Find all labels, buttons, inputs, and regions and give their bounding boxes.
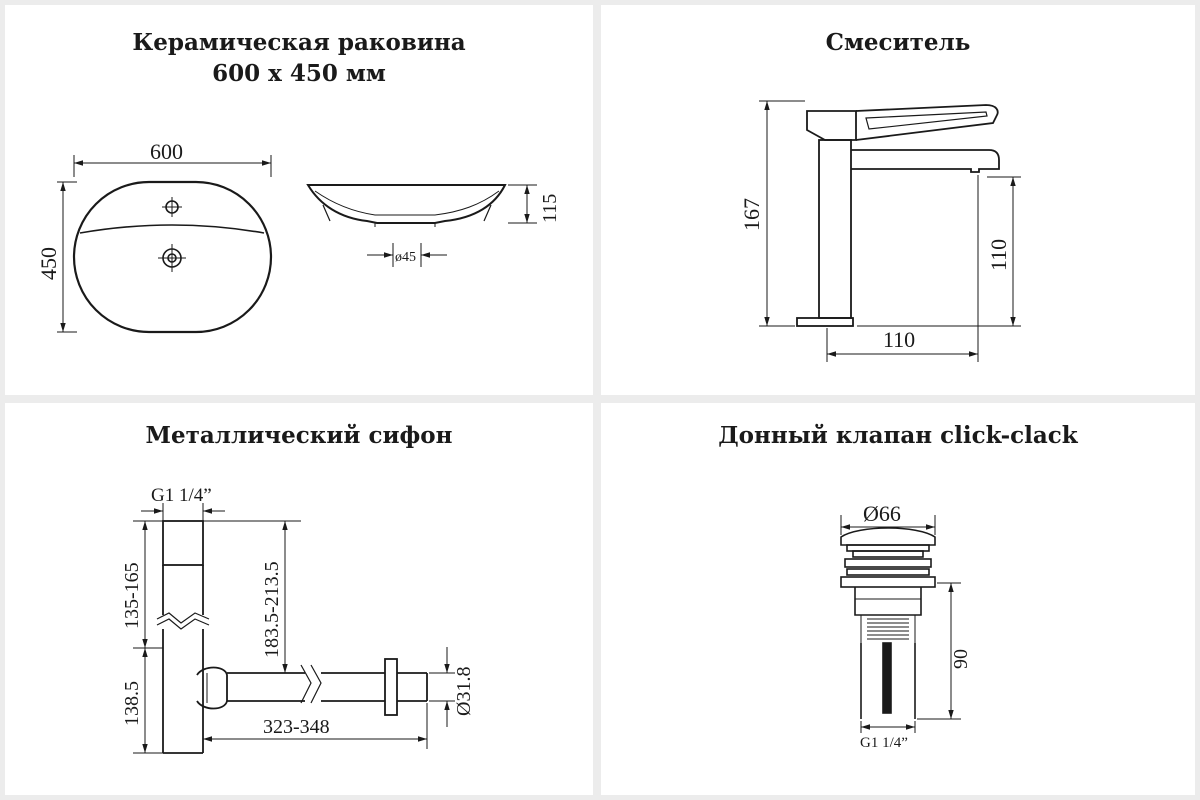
valve-title-text: Донный клапан click-clack bbox=[718, 422, 1078, 449]
siphon-upper-label: 135-165 bbox=[121, 562, 143, 629]
sink-panel: Керамическая раковина 600 х 450 мм bbox=[5, 5, 593, 395]
sink-basin-line bbox=[79, 224, 265, 234]
faucet-drawing: 167 110 110 bbox=[739, 100, 1021, 362]
faucet-reach-text: 110 bbox=[883, 327, 915, 352]
faucet-panel: Смеситель bbox=[601, 5, 1195, 395]
siphon-length-label: 323-348 bbox=[263, 716, 330, 738]
faucet-hole-icon bbox=[162, 197, 182, 217]
sink-top-view-outline bbox=[72, 180, 273, 334]
valve-body bbox=[840, 527, 936, 719]
siphon-lower-label: 138.5 bbox=[121, 681, 143, 726]
sink-height-label: 115 bbox=[539, 194, 561, 223]
siphon-body bbox=[156, 520, 428, 754]
sink-title-line2: 600 х 450 мм bbox=[212, 60, 386, 87]
valve-panel: Донный клапан click-clack bbox=[601, 403, 1195, 795]
siphon-drop-label: 183.5-213.5 bbox=[261, 561, 283, 658]
sink-title: Керамическая раковина 600 х 450 мм bbox=[5, 27, 593, 89]
siphon-title: Металлический сифон bbox=[5, 420, 593, 451]
siphon-pipe-label: Ø31.8 bbox=[453, 667, 475, 716]
faucet-height-label: 167 bbox=[739, 198, 764, 231]
valve-drawing: Ø66 90 G1 1/4” bbox=[840, 501, 972, 751]
siphon-title-text: Металлический сифон bbox=[145, 422, 453, 449]
valve-title: Донный клапан click-clack bbox=[601, 420, 1195, 451]
siphon-thread-label: G1 1/4” bbox=[151, 485, 212, 506]
valve-cap-label: Ø66 bbox=[863, 501, 901, 526]
faucet-title-text: Смеситель bbox=[825, 29, 971, 56]
siphon-panel: Металлический сифон bbox=[5, 403, 593, 795]
sink-depth-label: 450 bbox=[36, 247, 61, 280]
valve-height-label: 90 bbox=[950, 649, 972, 669]
sink-drawing: 600 450 115 ø45 bbox=[36, 139, 561, 334]
faucet-title: Смеситель bbox=[601, 27, 1195, 58]
sink-drain-label: ø45 bbox=[395, 250, 416, 265]
siphon-drawing: G1 1/4” 135-165 138.5 183.5-213.5 323-34… bbox=[121, 485, 475, 754]
faucet-body bbox=[796, 104, 1000, 327]
sink-title-line1: Керамическая раковина bbox=[132, 29, 466, 56]
drain-hole-icon bbox=[158, 244, 186, 272]
faucet-spout-height-label: 110 bbox=[986, 239, 1011, 271]
sink-width-label: 600 bbox=[150, 139, 183, 164]
valve-thread-label: G1 1/4” bbox=[860, 735, 908, 751]
